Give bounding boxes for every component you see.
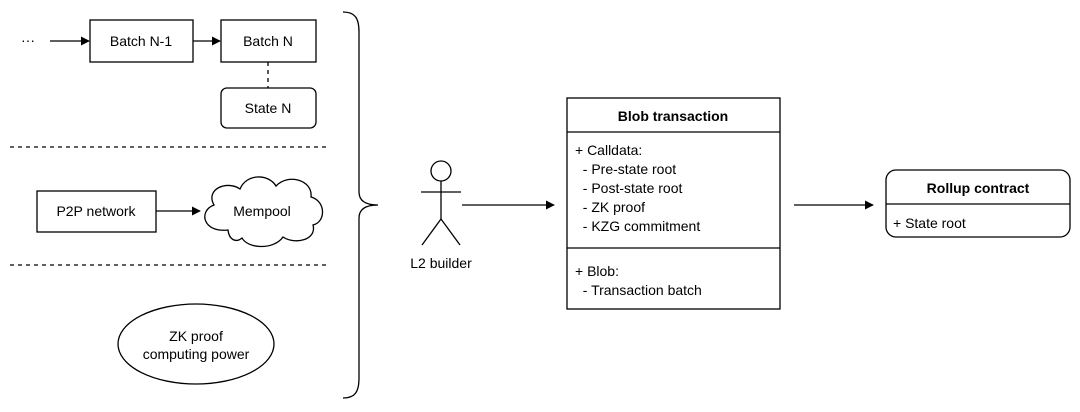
- state-n-label: State N: [245, 100, 292, 116]
- blob-list: + Blob: - Transaction batch: [575, 263, 702, 298]
- list-item: + Blob:: [575, 263, 619, 279]
- rollup-state-root: + State root: [893, 215, 966, 231]
- rollup-contract-title: Rollup contract: [927, 180, 1030, 196]
- batch-n-box: [220, 19, 317, 63]
- grouping-brace: [342, 11, 379, 399]
- list-item: - ZK proof: [575, 199, 645, 215]
- batch-prev-label: Batch N-1: [110, 33, 172, 49]
- l2-builder-label: L2 builder: [410, 255, 472, 271]
- ellipsis-text: ···: [21, 32, 35, 48]
- blob-transaction-box: [566, 97, 781, 310]
- mempool-label: Mempool: [233, 203, 291, 219]
- blob-transaction-title: Blob transaction: [618, 108, 728, 124]
- p2p-network-label: P2P network: [56, 203, 136, 219]
- list-item: - Post-state root: [575, 180, 682, 196]
- list-item: - Pre-state root: [575, 161, 676, 177]
- mempool-cloud: [204, 176, 324, 248]
- list-item: + Calldata:: [575, 142, 642, 158]
- list-item: - KZG commitment: [575, 218, 700, 234]
- state-n-box: [220, 87, 317, 129]
- batch-n-label: Batch N: [243, 33, 293, 49]
- zk-compute-label-line1: ZK proof: [169, 328, 223, 344]
- list-item: - Transaction batch: [575, 282, 702, 298]
- calldata-list: + Calldata: - Pre-state root - Post-stat…: [575, 142, 700, 234]
- zk-compute-label-line2: computing power: [143, 346, 250, 362]
- zk-compute-ellipse: [117, 303, 275, 385]
- l2-builder-actor-icon: [421, 160, 461, 246]
